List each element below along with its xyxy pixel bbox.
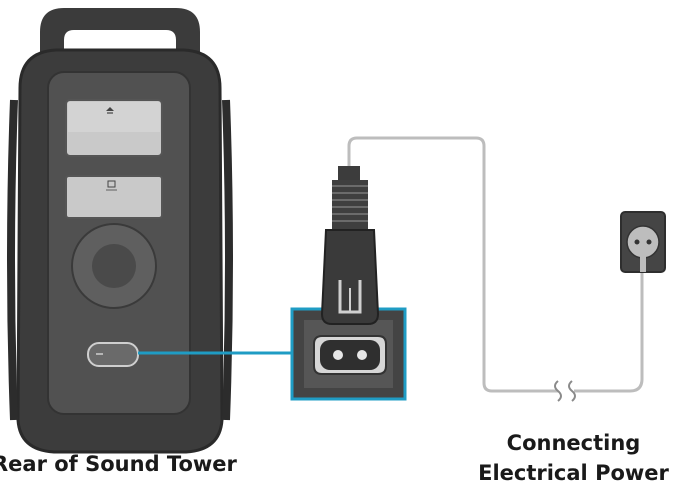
connecting-power-label-line2: Electrical Power [478, 461, 669, 485]
tower-handle [40, 8, 200, 60]
connecting-power-label-line1: Connecting [506, 431, 641, 455]
inlet-zoom-box [290, 307, 407, 401]
sound-tower [7, 8, 233, 454]
break-symbol-icon [554, 380, 576, 402]
rear-of-sound-tower-label: Rear of Sound Tower [0, 452, 237, 476]
port-icon [106, 180, 117, 191]
power-cable [347, 136, 644, 393]
middle-panel [65, 175, 163, 219]
power-socket-icon [620, 211, 666, 273]
usb-icon [106, 107, 114, 114]
connecting-power-label: Connecting Electrical Power [466, 428, 681, 488]
power-plug [320, 166, 380, 325]
tower-power-inlet[interactable] [87, 342, 139, 367]
tower-knob-inner [92, 244, 136, 288]
